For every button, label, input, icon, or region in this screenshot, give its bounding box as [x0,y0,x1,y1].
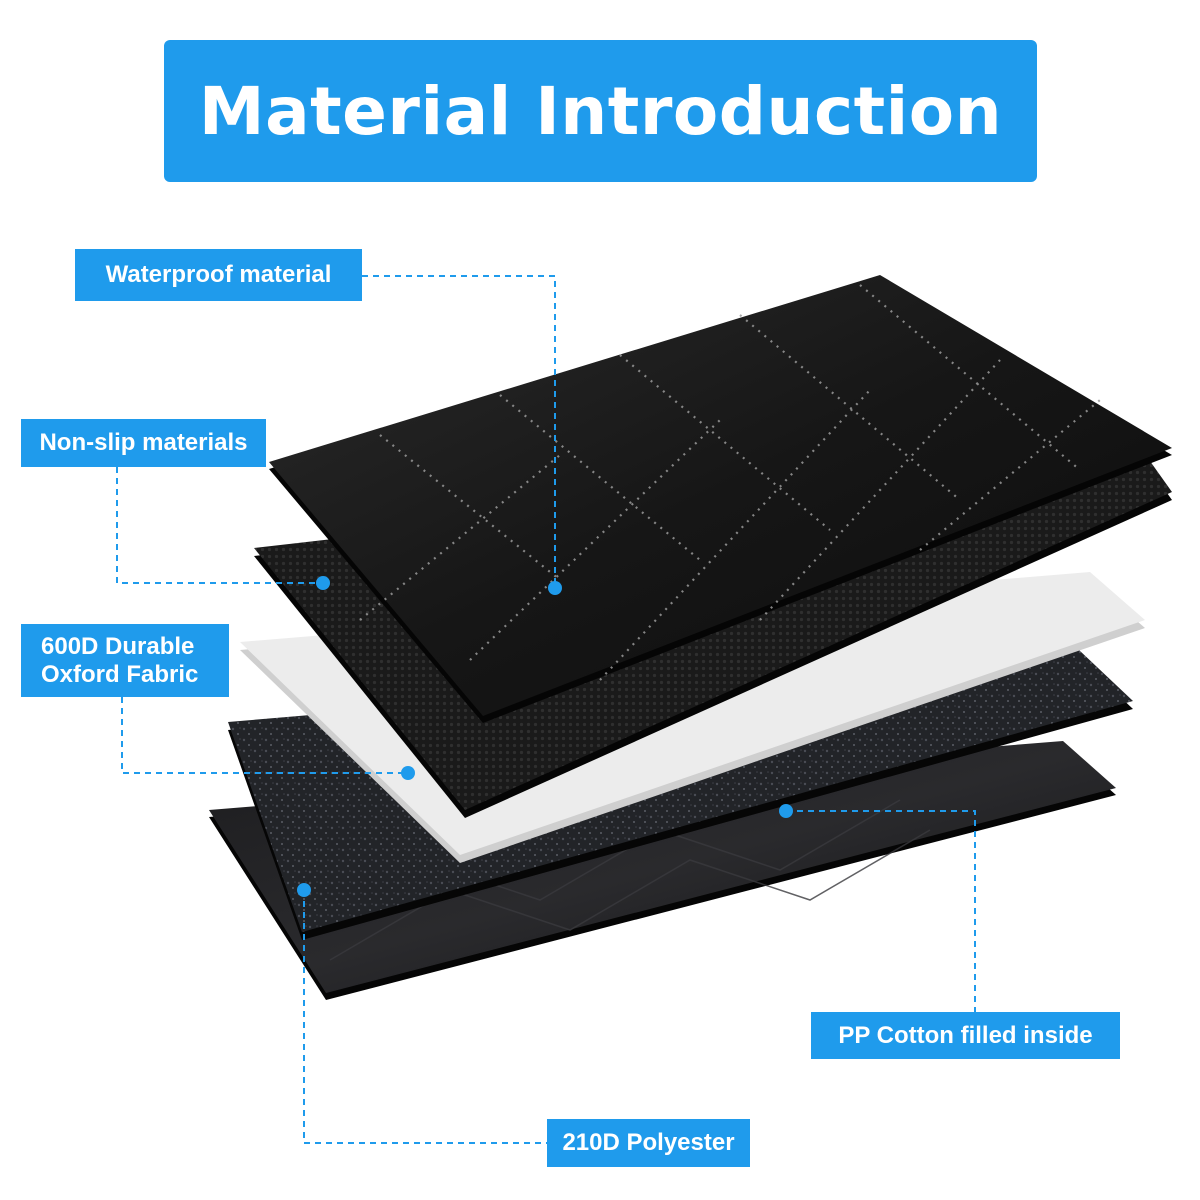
layer-waterproof [269,275,1172,723]
label-oxford-text: 600D Durable Oxford Fabric [41,632,199,688]
label-nonslip-text: Non-slip materials [39,429,248,456]
label-polyester: 210D Polyester [547,1119,750,1167]
label-pp-cotton-text: PP Cotton filled inside [838,1021,1093,1049]
label-nonslip: Non-slip materials [21,419,266,467]
page-title: Material Introduction [198,72,1003,150]
leader-lines [116,275,976,1144]
title-banner: Material Introduction [164,40,1037,182]
label-oxford: 600D Durable Oxford Fabric [21,624,229,697]
label-waterproof-text: Waterproof material [105,261,332,288]
label-polyester-text: 210D Polyester [562,1129,735,1156]
label-pp-cotton: PP Cotton filled inside [811,1012,1120,1059]
pointer-dots [297,576,793,897]
label-waterproof: Waterproof material [75,249,362,301]
